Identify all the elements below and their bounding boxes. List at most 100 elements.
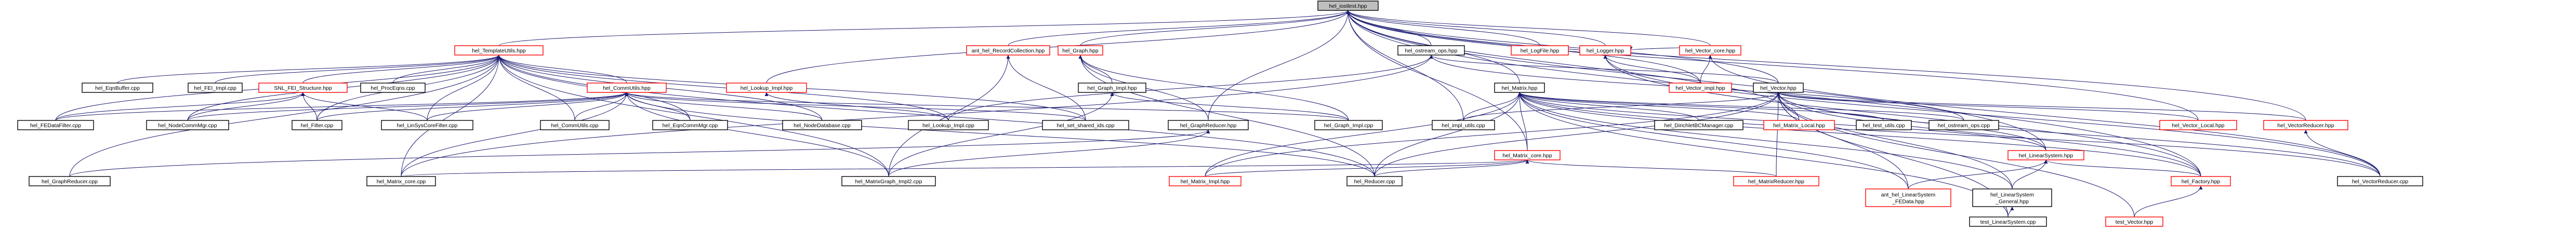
node-box: [1314, 120, 1383, 130]
node-label: test_LinearSystem.cpp: [1980, 219, 2036, 225]
node-box: [29, 176, 111, 186]
node-hel-nodedatabase[interactable]: hel_NodeDatabase.cpp: [782, 120, 862, 130]
node-label: hel_Graph_Impl.cpp: [1324, 123, 1373, 129]
node-hel-graphreducer-cpp[interactable]: hel_GraphReducer.cpp: [29, 176, 111, 186]
edge-hel-filter-to-snl-fei-structure: [301, 92, 318, 121]
node-hel-commutils-hpp[interactable]: hel_CommUtils.hpp: [587, 83, 667, 93]
node-hel-proceqns[interactable]: hel_ProcEqns.cpp: [360, 83, 426, 93]
node-hel-graph-impl-hpp[interactable]: hel_Graph_Impl.hpp: [1078, 83, 1146, 93]
node-hel-lookup-impl-hpp[interactable]: hel_Lookup_Impl.hpp: [726, 83, 807, 93]
edge-hel-matrix-impl-to-hel-matrix: [1205, 92, 1522, 177]
node-snl-fei-structure[interactable]: SNL_FEI_Structure.hpp: [258, 83, 348, 93]
node-box: [587, 83, 667, 93]
node-hel-matrix[interactable]: hel_Matrix.hpp: [1494, 83, 1545, 93]
node-hel-nodecommmgr[interactable]: hel_NodeCommMgr.cpp: [146, 120, 229, 130]
edge-hel-lookup-impl-cpp-to-hel-lookup-impl-hpp: [764, 92, 949, 121]
node-hel-filter[interactable]: hel_Filter.cpp: [292, 120, 342, 130]
node-hel-dirichletbcmanager[interactable]: hel_DirichletBCManager.cpp: [1654, 120, 1743, 130]
node-hel-matrixgraph-impl2[interactable]: hel_MatrixGraph_Impl2.cpp: [841, 176, 936, 186]
edge-hel-factory-to-hel-iostlest: [1346, 10, 2201, 177]
node-hel-vector-core[interactable]: hel_Vector_core.hpp: [1679, 45, 1741, 56]
node-hel-test-utils[interactable]: hel_test_utils.cpp: [1856, 120, 1912, 130]
node-hel-ostream-ops-cpp[interactable]: hel_ostream_ops.cpp: [1928, 120, 1999, 130]
edge-hel-linsyscorefilter-to-snl-fei-structure: [301, 92, 428, 121]
node-label: hel_Matrix_core.cpp: [377, 179, 426, 185]
node-box: [782, 120, 862, 130]
edge-hel-templateutils-to-hel-iostlest: [498, 10, 1350, 46]
node-hel-graphreducer-hpp[interactable]: hel_GraphReducer.hpp: [1168, 120, 1249, 130]
node-label: _General.hpp: [1995, 199, 2029, 205]
node-hel-graph[interactable]: hel_Graph.hpp: [1058, 45, 1103, 56]
node-box: [2007, 150, 2084, 160]
node-hel-matrix-core-cpp[interactable]: hel_Matrix_core.cpp: [366, 176, 436, 186]
edge-hel-vector-to-hel-ostream-ops: [1429, 55, 1779, 84]
node-hel-eqncommmgr[interactable]: hel_EqnCommMgr.cpp: [652, 120, 728, 130]
node-box: [366, 176, 436, 186]
edge-hel-graph-impl-hpp-to-hel-graph: [1078, 55, 1113, 84]
edge-hel-nodedatabase-to-hel-commutils-hpp: [625, 92, 823, 121]
node-hel-matrix-impl[interactable]: hel_Matrix_Impl.hpp: [1169, 176, 1241, 186]
node-hel-matrixreducer[interactable]: hel_MatrixReducer.hpp: [1733, 176, 1819, 186]
node-box: [2337, 176, 2423, 186]
node-box: [1511, 45, 1569, 56]
edge-hel-graphreducer-cpp-to-hel-templateutils: [69, 55, 501, 177]
node-label: hel_Logger.hpp: [1587, 48, 1624, 54]
edge-hel-test-utils-to-hel-matrix: [1517, 92, 1884, 121]
edge-hel-matrixreducer-to-hel-matrix-core: [1525, 159, 1777, 177]
node-hel-iostlest[interactable]: hel_iostlest.hpp: [1317, 1, 1379, 11]
node-box: [1579, 45, 1631, 56]
edge-hel-logger-to-hel-iostlest: [1346, 10, 1606, 46]
node-hel-linsyscorefilter[interactable]: hel_LinSysCoreFilter.cpp: [381, 120, 473, 130]
edge-hel-vectorreducer-cpp-to-hel-logger: [1603, 55, 2381, 177]
node-hel-linearsystem-general[interactable]: hel_LinearSystem_General.hpp: [1972, 188, 2052, 207]
node-test-linearsystem[interactable]: test_LinearSystem.cpp: [1969, 216, 2047, 227]
node-hel-fedatafilter[interactable]: hel_FEDataFilter.cpp: [17, 120, 94, 130]
node-hel-templateutils[interactable]: hel_TemplateUtils.hpp: [454, 45, 544, 56]
node-hel-commutils-cpp[interactable]: hel_CommUtils.cpp: [540, 120, 610, 130]
node-label: hel_Filter.cpp: [301, 123, 334, 129]
node-box: [1169, 176, 1241, 186]
node-hel-vector-impl[interactable]: hel_Vector_impl.hpp: [1669, 83, 1732, 93]
node-hel-set-shared-ids[interactable]: hel_set_shared_ids.cpp: [1042, 120, 1129, 130]
node-box: [2263, 120, 2348, 130]
node-hel-factory[interactable]: hel_Factory.hpp: [2171, 176, 2231, 186]
node-hel-vectorreducer-cpp[interactable]: hel_VectorReducer.cpp: [2337, 176, 2423, 186]
node-hel-eqnbuffer[interactable]: hel_EqnBuffer.cpp: [82, 83, 153, 93]
node-label: hel_Vector_core.hpp: [1685, 48, 1735, 54]
edge-test-linearsystem-to-hel-linearsystem-general: [2007, 206, 2014, 218]
edge-hel-matrix-core-cpp-to-hel-commutils-hpp: [401, 92, 629, 177]
node-hel-fei-impl[interactable]: hel_FEI_Impl.cpp: [188, 83, 243, 93]
node-hel-logfile[interactable]: hel_LogFile.hpp: [1511, 45, 1569, 56]
node-box: [1928, 120, 1999, 130]
node-hel-linearsystem[interactable]: hel_LinearSystem.hpp: [2007, 150, 2084, 160]
node-label: hel_Vector_impl.hpp: [1675, 85, 1725, 91]
node-box: [2159, 120, 2237, 130]
edge-hel-graph-to-hel-iostlest: [1080, 10, 1350, 46]
node-ant-hel-linearsystem-fedata[interactable]: ant_hel_LinearSystem_FEData.hpp: [1865, 188, 1951, 207]
node-hel-logger[interactable]: hel_Logger.hpp: [1579, 45, 1631, 56]
node-layer: hel_iostlest.hpp hel_LogFile.hpp hel_Logge…: [17, 1, 2423, 227]
edge-hel-fei-impl-to-hel-templateutils: [215, 55, 501, 84]
node-ant-hel-recordcollection[interactable]: ant_hel_RecordCollection.hpp: [966, 45, 1050, 56]
node-test-vector[interactable]: test_Vector.hpp: [2105, 216, 2163, 227]
node-hel-graph-impl-cpp[interactable]: hel_Graph_Impl.cpp: [1314, 120, 1383, 130]
node-hel-ostream-ops[interactable]: hel_ostream_ops.hpp: [1397, 45, 1465, 56]
node-label: hel_NodeCommMgr.cpp: [158, 123, 217, 129]
node-hel-matrix-local[interactable]: hel_Matrix_Local.hpp: [1763, 120, 1835, 130]
node-hel-vector[interactable]: hel_Vector.hpp: [1753, 83, 1804, 93]
node-label: hel_MatrixGraph_Impl2.cpp: [855, 179, 922, 185]
node-label: hel_test_utils.cpp: [1862, 123, 1905, 129]
node-box: [908, 120, 989, 130]
edge-hel-lookup-impl-cpp-to-hel-templateutils: [497, 55, 949, 121]
node-hel-matrix-core[interactable]: hel_Matrix_core.hpp: [1494, 150, 1561, 160]
node-hel-lookup-impl-cpp[interactable]: hel_Lookup_Impl.cpp: [908, 120, 989, 130]
node-hel-vector-local[interactable]: hel_Vector_Local.hpp: [2159, 120, 2237, 130]
node-hel-reducer[interactable]: hel_Reducer.cpp: [1346, 176, 1403, 186]
edge-hel-commutils-cpp-to-hel-commutils-hpp: [574, 92, 629, 121]
node-hel-impl-utils[interactable]: hel_impl_utils.cpp: [1432, 120, 1495, 130]
node-box: [1733, 176, 1819, 186]
node-hel-vectorreducer-hpp[interactable]: hel_VectorReducer.hpp: [2263, 120, 2348, 130]
node-label: hel_FEDataFilter.cpp: [30, 123, 81, 129]
node-label: hel_DirichletBCManager.cpp: [1664, 123, 1733, 129]
node-label: hel_CommUtils.hpp: [603, 85, 651, 91]
